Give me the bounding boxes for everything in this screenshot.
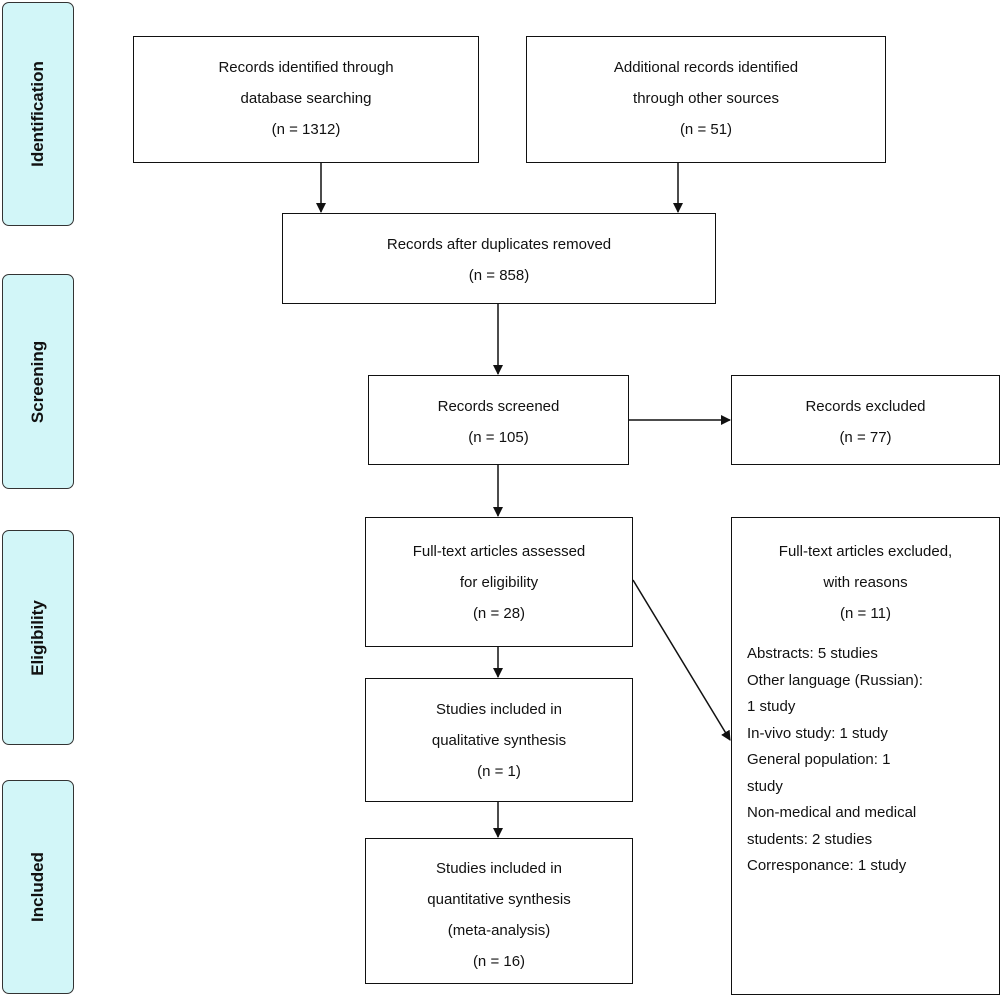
arrow-fulltext-to-excluded bbox=[632, 579, 731, 741]
box-quantitative-synthesis: Studies included in quantitative synthes… bbox=[365, 838, 633, 984]
box-text: with reasons bbox=[823, 574, 908, 591]
box-qualitative-synthesis: Studies included in qualitative synthesi… bbox=[365, 678, 633, 802]
box-text: Records identified through bbox=[218, 59, 394, 76]
reason-item: study bbox=[747, 777, 783, 795]
box-text: Studies included in bbox=[436, 701, 562, 718]
box-fulltext-assessed: Full-text articles assessed for eligibil… bbox=[365, 517, 633, 647]
box-records-excluded: Records excluded (n = 77) bbox=[731, 375, 1000, 465]
box-count: (n = 105) bbox=[468, 429, 529, 446]
box-fulltext-excluded: Full-text articles excluded, with reason… bbox=[731, 517, 1000, 995]
box-text: Records excluded bbox=[805, 398, 926, 415]
box-text: Full-text articles excluded, bbox=[778, 543, 953, 560]
reason-item: In-vivo study: 1 study bbox=[747, 724, 888, 742]
reason-item: 1 study bbox=[747, 698, 796, 715]
box-text: database searching bbox=[240, 90, 372, 107]
reason-item: Corresponance: 1 study bbox=[747, 857, 907, 874]
box-database-records: Records identified through database sear… bbox=[133, 36, 479, 163]
box-count: (n = 28) bbox=[472, 605, 526, 622]
box-count: (n = 858) bbox=[468, 267, 530, 284]
reason-item: General population: 1 bbox=[747, 751, 891, 768]
box-text: through other sources bbox=[633, 90, 779, 107]
box-text: Additional records identified bbox=[613, 59, 799, 76]
box-duplicates-removed: Records after duplicates removed (n = 85… bbox=[282, 213, 716, 304]
box-count: (n = 1312) bbox=[271, 121, 341, 138]
box-count: (n = 77) bbox=[839, 429, 892, 446]
box-count: (n = 11) bbox=[840, 605, 891, 622]
reason-item: Non-medical and medical bbox=[747, 804, 917, 821]
reason-item: Abstracts: 5 studies bbox=[747, 645, 878, 662]
box-text: quantitative synthesis bbox=[427, 891, 571, 908]
reason-item: Other language (Russian): bbox=[747, 671, 923, 689]
phase-eligibility: Eligibility bbox=[2, 530, 74, 745]
box-count: (n = 16) bbox=[472, 953, 526, 970]
box-text: Records screened bbox=[437, 398, 560, 415]
box-text: for eligibility bbox=[459, 574, 539, 591]
phase-screening: Screening bbox=[2, 274, 74, 489]
box-count: (n = 1) bbox=[477, 763, 521, 780]
exclusion-reasons: Abstracts: 5 studies Other language (Rus… bbox=[732, 641, 999, 880]
box-other-sources: Additional records identified through ot… bbox=[526, 36, 886, 163]
reason-item: students: 2 studies bbox=[747, 830, 873, 848]
box-text: qualitative synthesis bbox=[431, 732, 567, 749]
phase-identification: Identification bbox=[2, 2, 74, 226]
box-count: (n = 51) bbox=[679, 121, 733, 138]
box-text: Studies included in bbox=[436, 860, 562, 877]
box-text: (meta-analysis) bbox=[447, 922, 551, 939]
box-records-screened: Records screened (n = 105) bbox=[368, 375, 629, 465]
box-text: Records after duplicates removed bbox=[386, 236, 612, 253]
box-text: Full-text articles assessed bbox=[412, 543, 586, 560]
phase-included: Included bbox=[2, 780, 74, 994]
